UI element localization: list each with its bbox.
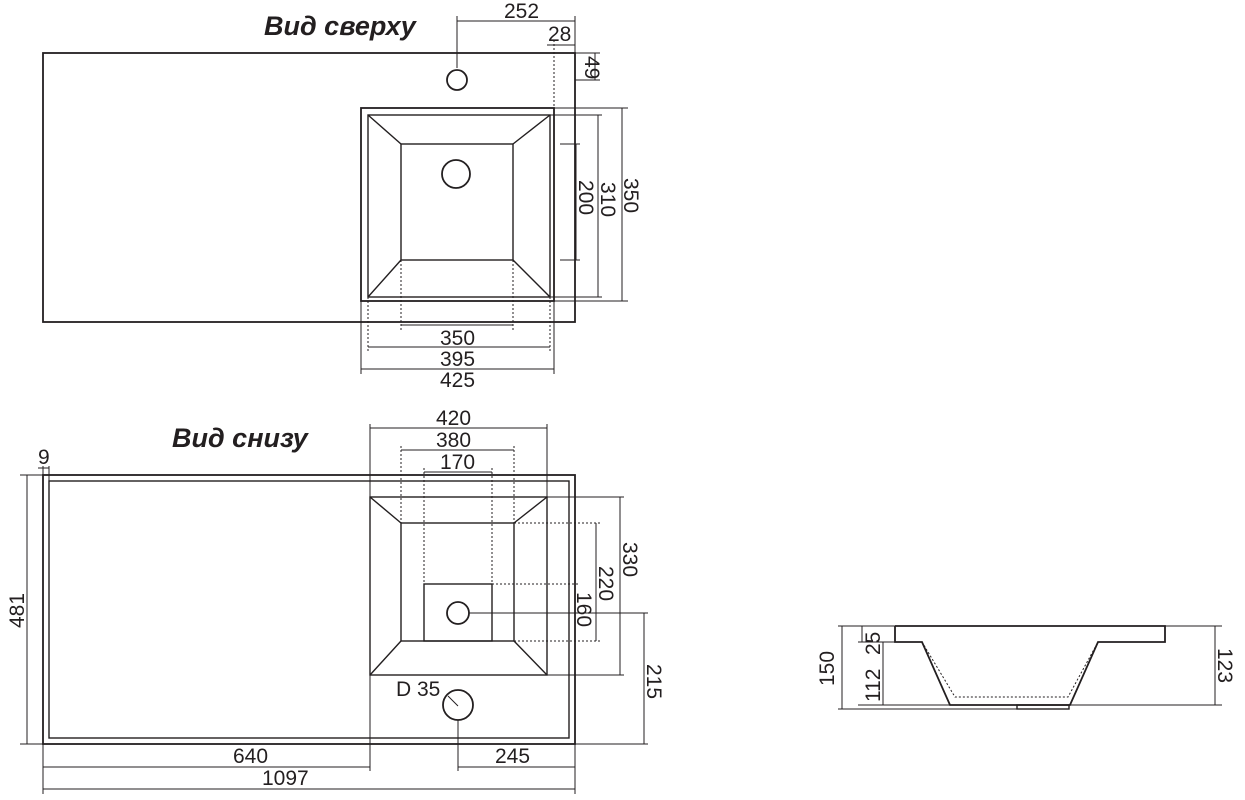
bottom-view: Вид снизу 9 481 xyxy=(6,407,665,794)
bottom-overflow-hole xyxy=(442,689,474,721)
top-countertop-outline xyxy=(42,52,576,323)
dim-112: 112 xyxy=(862,669,885,702)
dim-text: 49 xyxy=(580,56,603,79)
dim-d35: D 35 xyxy=(396,678,440,701)
top-tap-hole xyxy=(446,69,468,91)
dim-text: 9 xyxy=(38,446,50,469)
dim-220: 220 xyxy=(594,566,617,601)
top-view-title: Вид сверху xyxy=(264,11,418,41)
bottom-dim-top-horizontal: 420 380 170 xyxy=(369,407,548,584)
bottom-dim-481: 481 xyxy=(6,474,43,745)
top-drain-hole xyxy=(441,159,471,189)
top-dim-252: 252 xyxy=(456,0,576,68)
top-dim-horizontal: 350 395 425 xyxy=(360,260,555,392)
dim-310: 310 xyxy=(596,182,619,217)
top-dim-vertical: 350 310 200 xyxy=(550,107,642,302)
dim-350-horizontal: 350 xyxy=(440,327,475,350)
dim-425: 425 xyxy=(440,369,475,392)
side-view: 150 25 112 123 xyxy=(816,625,1236,710)
top-dim-49: 49 xyxy=(575,52,603,81)
dim-640: 640 xyxy=(233,745,268,768)
dim-215: 215 xyxy=(642,664,665,699)
dim-1097: 1097 xyxy=(262,767,309,790)
dim-123: 123 xyxy=(1213,648,1236,683)
dim-text: 481 xyxy=(6,593,29,628)
bottom-inner-outline xyxy=(48,480,570,739)
bottom-dim-right-vertical: 330 220 160 215 xyxy=(469,496,665,745)
top-view: Вид сверху 252 28 xyxy=(42,0,642,392)
dim-245: 245 xyxy=(495,745,530,768)
bottom-outer-outline xyxy=(42,474,576,745)
side-dim-right: 123 xyxy=(1070,625,1236,706)
side-profile xyxy=(894,625,1166,710)
side-dim-left: 150 25 112 xyxy=(816,625,1017,710)
dim-25: 25 xyxy=(862,632,885,655)
dim-170: 170 xyxy=(440,451,475,474)
bottom-drain-hole xyxy=(446,601,470,625)
dim-330: 330 xyxy=(618,542,641,577)
bottom-dim-9: 9 xyxy=(38,446,50,481)
dim-text: 28 xyxy=(548,23,571,46)
dim-380: 380 xyxy=(436,429,471,452)
dim-160: 160 xyxy=(572,592,595,627)
dim-350-vertical: 350 xyxy=(619,178,642,213)
bottom-dim-bottom-horizontal: 640 245 1097 xyxy=(42,675,576,794)
top-dim-28: 28 xyxy=(547,23,575,300)
dim-395: 395 xyxy=(440,348,475,371)
dim-text: 252 xyxy=(504,0,539,23)
top-basin xyxy=(360,107,555,302)
dim-150: 150 xyxy=(816,651,839,686)
dim-420: 420 xyxy=(436,407,471,430)
bottom-view-title: Вид снизу xyxy=(172,423,310,453)
dim-200: 200 xyxy=(574,180,597,215)
